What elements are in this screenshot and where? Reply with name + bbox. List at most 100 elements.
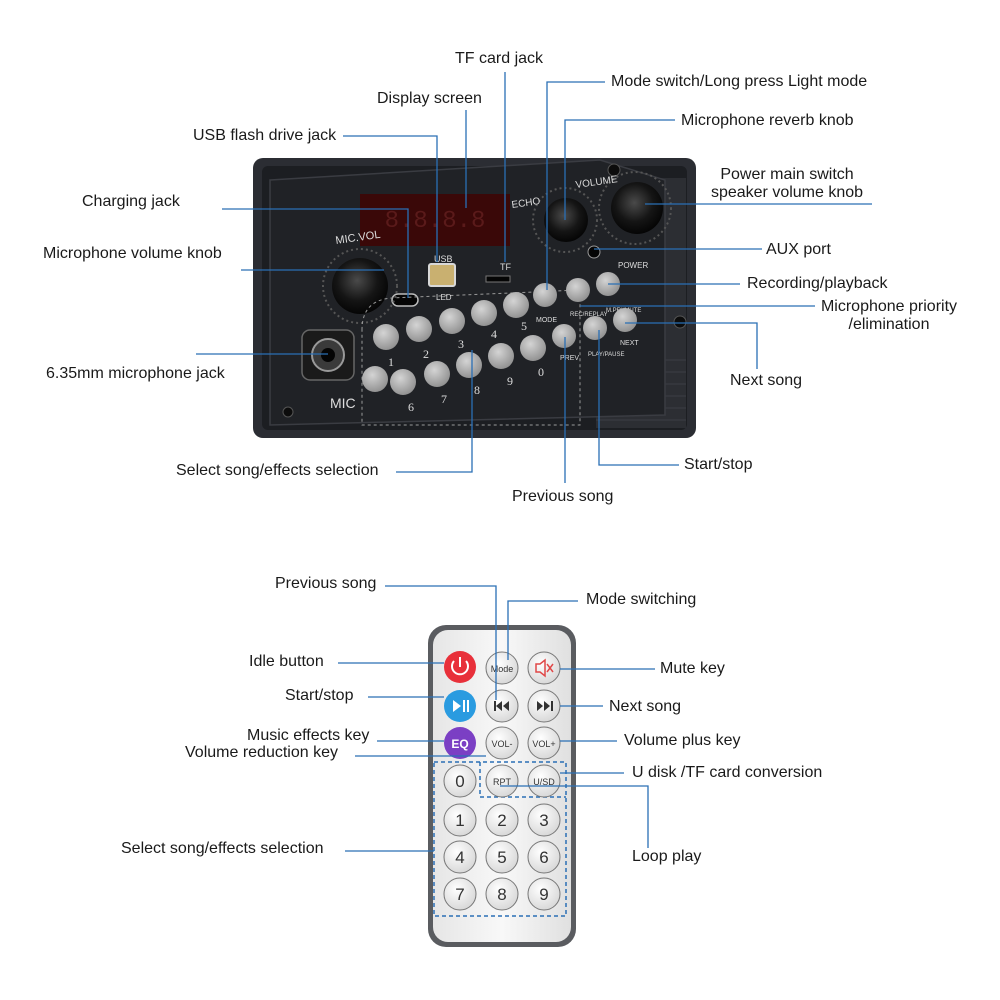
label-mic-priority-1: Microphone priority [820,298,958,315]
panel-mode-button[interactable] [533,283,557,307]
leader-lines [196,72,872,852]
remote-digit-button[interactable] [443,840,477,874]
remote-digit-label: 7 [455,885,464,904]
label-remote-loop-play: Loop play [632,848,702,865]
remote-vol-minus-label: VOL- [491,739,512,749]
remote-digit-button[interactable] [485,877,519,911]
echo-knob[interactable] [544,198,588,242]
label-power-switch-2: speaker volume knob [710,184,864,201]
remote-zero-label: 0 [455,772,464,791]
leader-mode [546,81,605,290]
panel-key-row1[interactable] [471,300,497,326]
remote-eq-label: EQ [451,737,468,751]
printed-usb: USB [434,254,453,264]
remote-digit-label: 4 [455,848,464,867]
remote-digit-button[interactable] [527,840,561,874]
prev-icon [494,701,509,711]
label-recording-playback: Recording/playback [747,275,888,292]
panel-key-row2[interactable] [488,343,514,369]
remote-mode-label: Mode [491,664,514,674]
next-icon [537,701,553,711]
panel-key-row2[interactable] [424,361,450,387]
remote-digit-label: 1 [455,811,464,830]
display-segments: 8.8.8.8 [385,208,486,235]
label-start-stop: Start/stop [684,456,753,473]
panel-key-row1[interactable] [503,292,529,318]
panel-key-row1[interactable] [439,308,465,334]
remote-digit-button[interactable] [485,803,519,837]
panel-rec-button[interactable] [566,278,590,302]
panel-digit-label: 2 [423,347,429,361]
label-aux-port: AUX port [766,241,831,258]
panel-key-extra[interactable] [362,366,388,392]
printed-rec-replay: REC/REPLAY [570,312,608,318]
remote-digit-button[interactable] [527,803,561,837]
label-mic-reverb: Microphone reverb knob [681,112,854,129]
leader-usb [343,135,438,262]
panel-digit-label: 7 [441,392,447,406]
charging-port[interactable] [391,293,419,307]
play-pause-icon [453,700,469,712]
panel-digit-label: 1 [388,355,394,369]
leader-next [625,322,758,369]
remote-digit-label: 5 [497,848,506,867]
label-remote-idle-button: Idle button [249,653,324,670]
panel-digit-label: 3 [458,337,464,351]
remote-digit-button[interactable] [443,877,477,911]
printed-led: LED [436,293,452,302]
aux-port[interactable] [587,245,601,259]
remote-digit-label: 8 [497,885,506,904]
mic-volume-scale [322,248,398,324]
remote-eq-button[interactable] [444,727,476,759]
label-remote-volume-reduction: Volume reduction key [185,744,338,761]
volume-knob[interactable] [611,182,663,234]
remote-rpt-region [479,762,566,798]
usb-port[interactable] [428,263,456,287]
leader-remote-loop [500,785,649,848]
remote-usd-button[interactable] [527,764,561,798]
panel-key-row1[interactable] [373,324,399,350]
panel-digit-label: 8 [474,383,480,397]
remote-mode-button[interactable] [485,651,519,685]
keypad-outline [361,289,581,426]
remote-number-region [433,761,567,917]
panel-key-row1[interactable] [406,316,432,342]
panel-play-button[interactable] [583,316,607,340]
remote-zero-button[interactable] [443,764,477,798]
tf-slot[interactable] [485,275,511,283]
panel-key-row2[interactable] [456,352,482,378]
label-remote-music-effects: Music effects key [247,727,370,744]
label-mic-volume-knob: Microphone volume knob [43,245,222,262]
label-remote-mute-key: Mute key [660,660,725,677]
remote-digit-button[interactable] [485,840,519,874]
remote-mute-button[interactable] [527,651,561,685]
screw [607,163,621,177]
leader-reverb [564,119,675,220]
remote-rpt-button[interactable] [485,764,519,798]
label-mic-jack: 6.35mm microphone jack [46,365,225,382]
mic-volume-knob[interactable] [332,258,388,314]
panel-key-row2[interactable] [520,335,546,361]
remote-vol-plus-label: VOL+ [532,739,555,749]
printed-echo: ECHO [511,196,541,211]
label-remote-next-song: Next song [609,698,682,715]
panel-key-row2[interactable] [390,369,416,395]
remote-digit-button[interactable] [527,877,561,911]
panel-digit-label: 4 [491,327,497,341]
leader-charging [222,208,409,298]
remote-digit-label: 9 [539,885,548,904]
speaker-panel: 8.8.8.8 [253,158,696,438]
label-mode-switch: Mode switch/Long press Light mode [611,73,868,90]
label-select-song: Select song/effects selection [176,462,379,479]
label-remote-udisk-tf: U disk /TF card conversion [632,764,823,781]
remote-digit-button[interactable] [443,803,477,837]
remote-vol-minus-button[interactable] [485,726,519,760]
remote-vol-plus-button[interactable] [527,726,561,760]
label-remote-volume-plus: Volume plus key [624,732,741,749]
remote-digit-label: 6 [539,848,548,867]
label-tf-card-jack: TF card jack [455,50,544,67]
panel-next-button[interactable] [613,308,637,332]
panel-prev-button[interactable] [552,324,576,348]
